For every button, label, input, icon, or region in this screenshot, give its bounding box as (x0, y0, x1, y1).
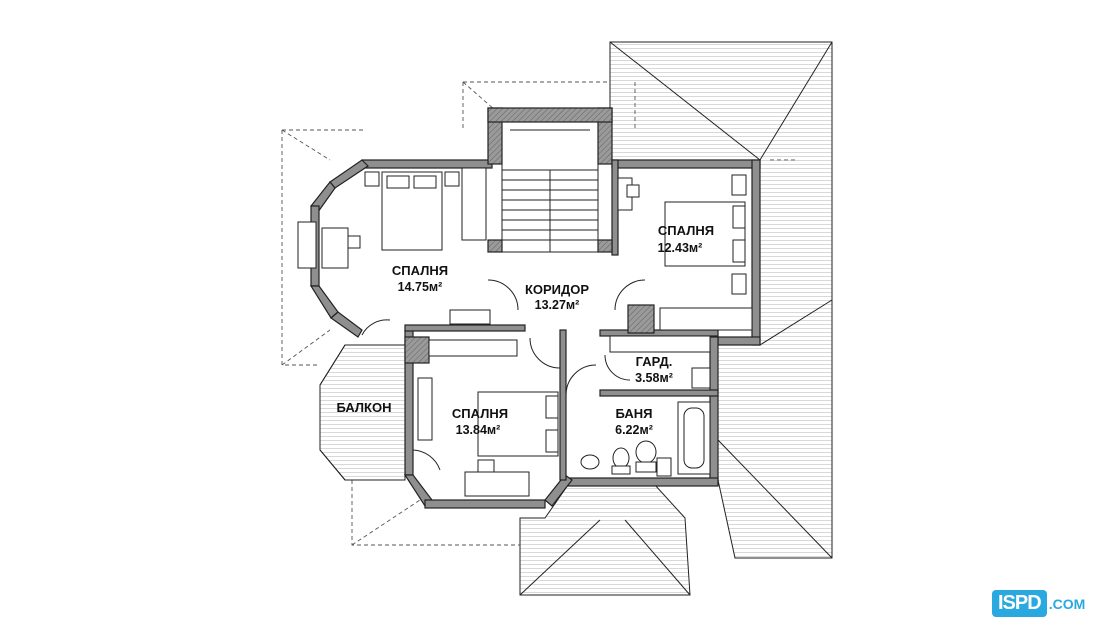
watermark-suffix: .COM (1048, 595, 1086, 612)
doors (361, 279, 646, 471)
bed-right-bedroom (664, 174, 747, 295)
room-area-wardrobe: 3.58м² (635, 371, 673, 385)
watermark-mark: ISPD (992, 590, 1047, 617)
room-label-bathroom: БАНЯ (616, 406, 653, 421)
room-label-bedroom-right: СПАЛНЯ (658, 223, 714, 238)
interior-walls (404, 159, 719, 481)
wardrobes (417, 167, 753, 441)
room-area-bedroom-bottom: 13.84м² (456, 423, 501, 437)
roof-outline-dashed (281, 81, 795, 546)
room-area-bathroom: 6.22м² (615, 423, 653, 437)
room-label-bedroom-bottom: СПАЛНЯ (452, 406, 508, 421)
staircase (501, 121, 599, 253)
room-area-bedroom-right: 12.43м² (658, 241, 703, 255)
room-area-bedroom-left: 14.75м² (398, 280, 443, 294)
bathroom-fixtures (580, 367, 711, 477)
watermark-logo: ISPD .COM (992, 590, 1085, 617)
balcony (319, 344, 406, 481)
room-label-wardrobe: ГАРД. (636, 354, 673, 369)
room-label-corridor: КОРИДОР (525, 282, 589, 297)
bed-left-bedroom (364, 171, 460, 251)
room-label-bedroom-left: СПАЛНЯ (392, 263, 448, 278)
room-area-corridor: 13.27м² (535, 298, 580, 312)
desk-left (297, 221, 361, 269)
desk-right (617, 177, 640, 211)
bed-bottom-bedroom (477, 391, 559, 457)
room-labels: СПАЛНЯ 14.75м² КОРИДОР 13.27м² СПАЛНЯ 12… (337, 223, 715, 437)
desk-bottom (464, 459, 530, 497)
roof-bottom (519, 484, 691, 596)
room-label-balcony: БАЛКОН (337, 400, 392, 415)
